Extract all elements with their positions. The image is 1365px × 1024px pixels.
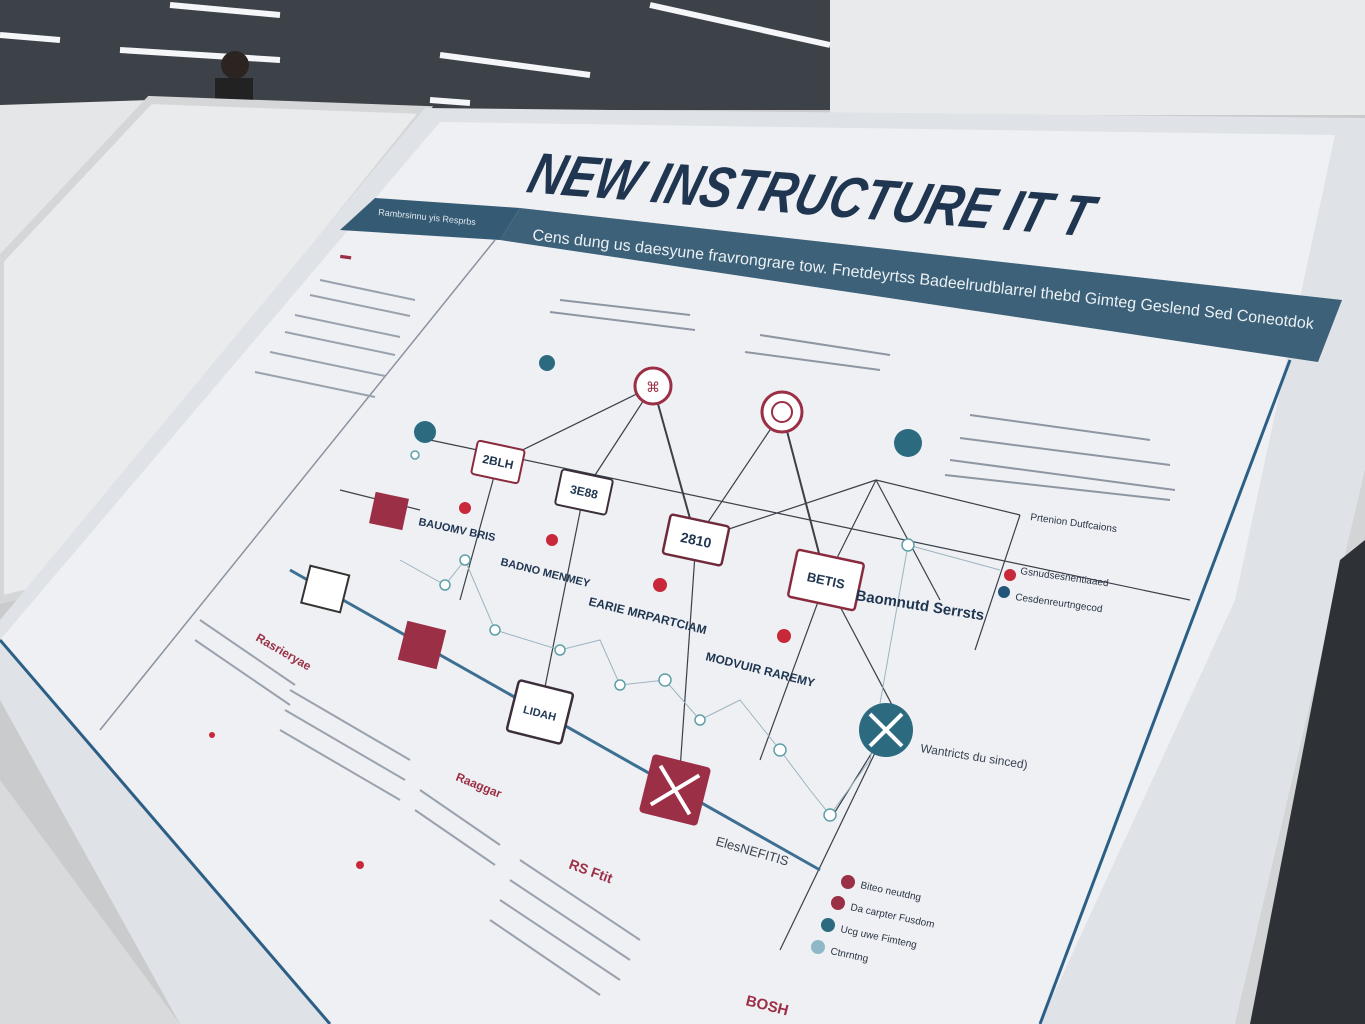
globe-icon[interactable] xyxy=(760,390,804,434)
database-icon[interactable]: ⌘ xyxy=(633,366,673,406)
tools-icon[interactable] xyxy=(639,754,712,827)
left-text-block xyxy=(194,279,641,996)
svg-text:2810: 2810 xyxy=(679,529,713,551)
storage-icon xyxy=(397,620,447,670)
network-hub-icon[interactable] xyxy=(859,703,913,757)
person-silhouette xyxy=(221,51,249,79)
ceiling-lights xyxy=(0,2,831,106)
printer-icon xyxy=(300,564,351,614)
neighbor-panel xyxy=(0,95,434,605)
svg-text:⌘: ⌘ xyxy=(646,379,660,395)
node-box-5[interactable]: LIDAH xyxy=(505,679,575,745)
sub-network-nodes xyxy=(410,450,915,822)
node-box-2[interactable]: 3E88 xyxy=(554,468,614,516)
poster-border-line xyxy=(0,639,332,1024)
sub-network xyxy=(399,544,1001,816)
banner-side xyxy=(340,198,520,240)
svg-text:3E88: 3E88 xyxy=(569,482,600,502)
banner xyxy=(500,208,1342,362)
node-box-4[interactable]: BETIS xyxy=(787,548,865,612)
node-box-3[interactable]: 2810 xyxy=(661,513,731,567)
server-icon xyxy=(369,491,409,531)
info-icon xyxy=(894,429,922,457)
info-icon xyxy=(539,355,555,371)
side-subheading: ▬ xyxy=(340,249,353,262)
info-icon xyxy=(414,421,436,443)
right-text-block xyxy=(549,299,1176,501)
ceiling xyxy=(0,0,830,110)
poster xyxy=(0,122,1335,1024)
node-box-1[interactable]: 2BLH xyxy=(470,439,526,485)
svg-text:2BLH: 2BLH xyxy=(481,452,515,472)
column-divider xyxy=(99,239,496,731)
wall xyxy=(830,0,1365,115)
marker-dots xyxy=(209,502,1016,869)
